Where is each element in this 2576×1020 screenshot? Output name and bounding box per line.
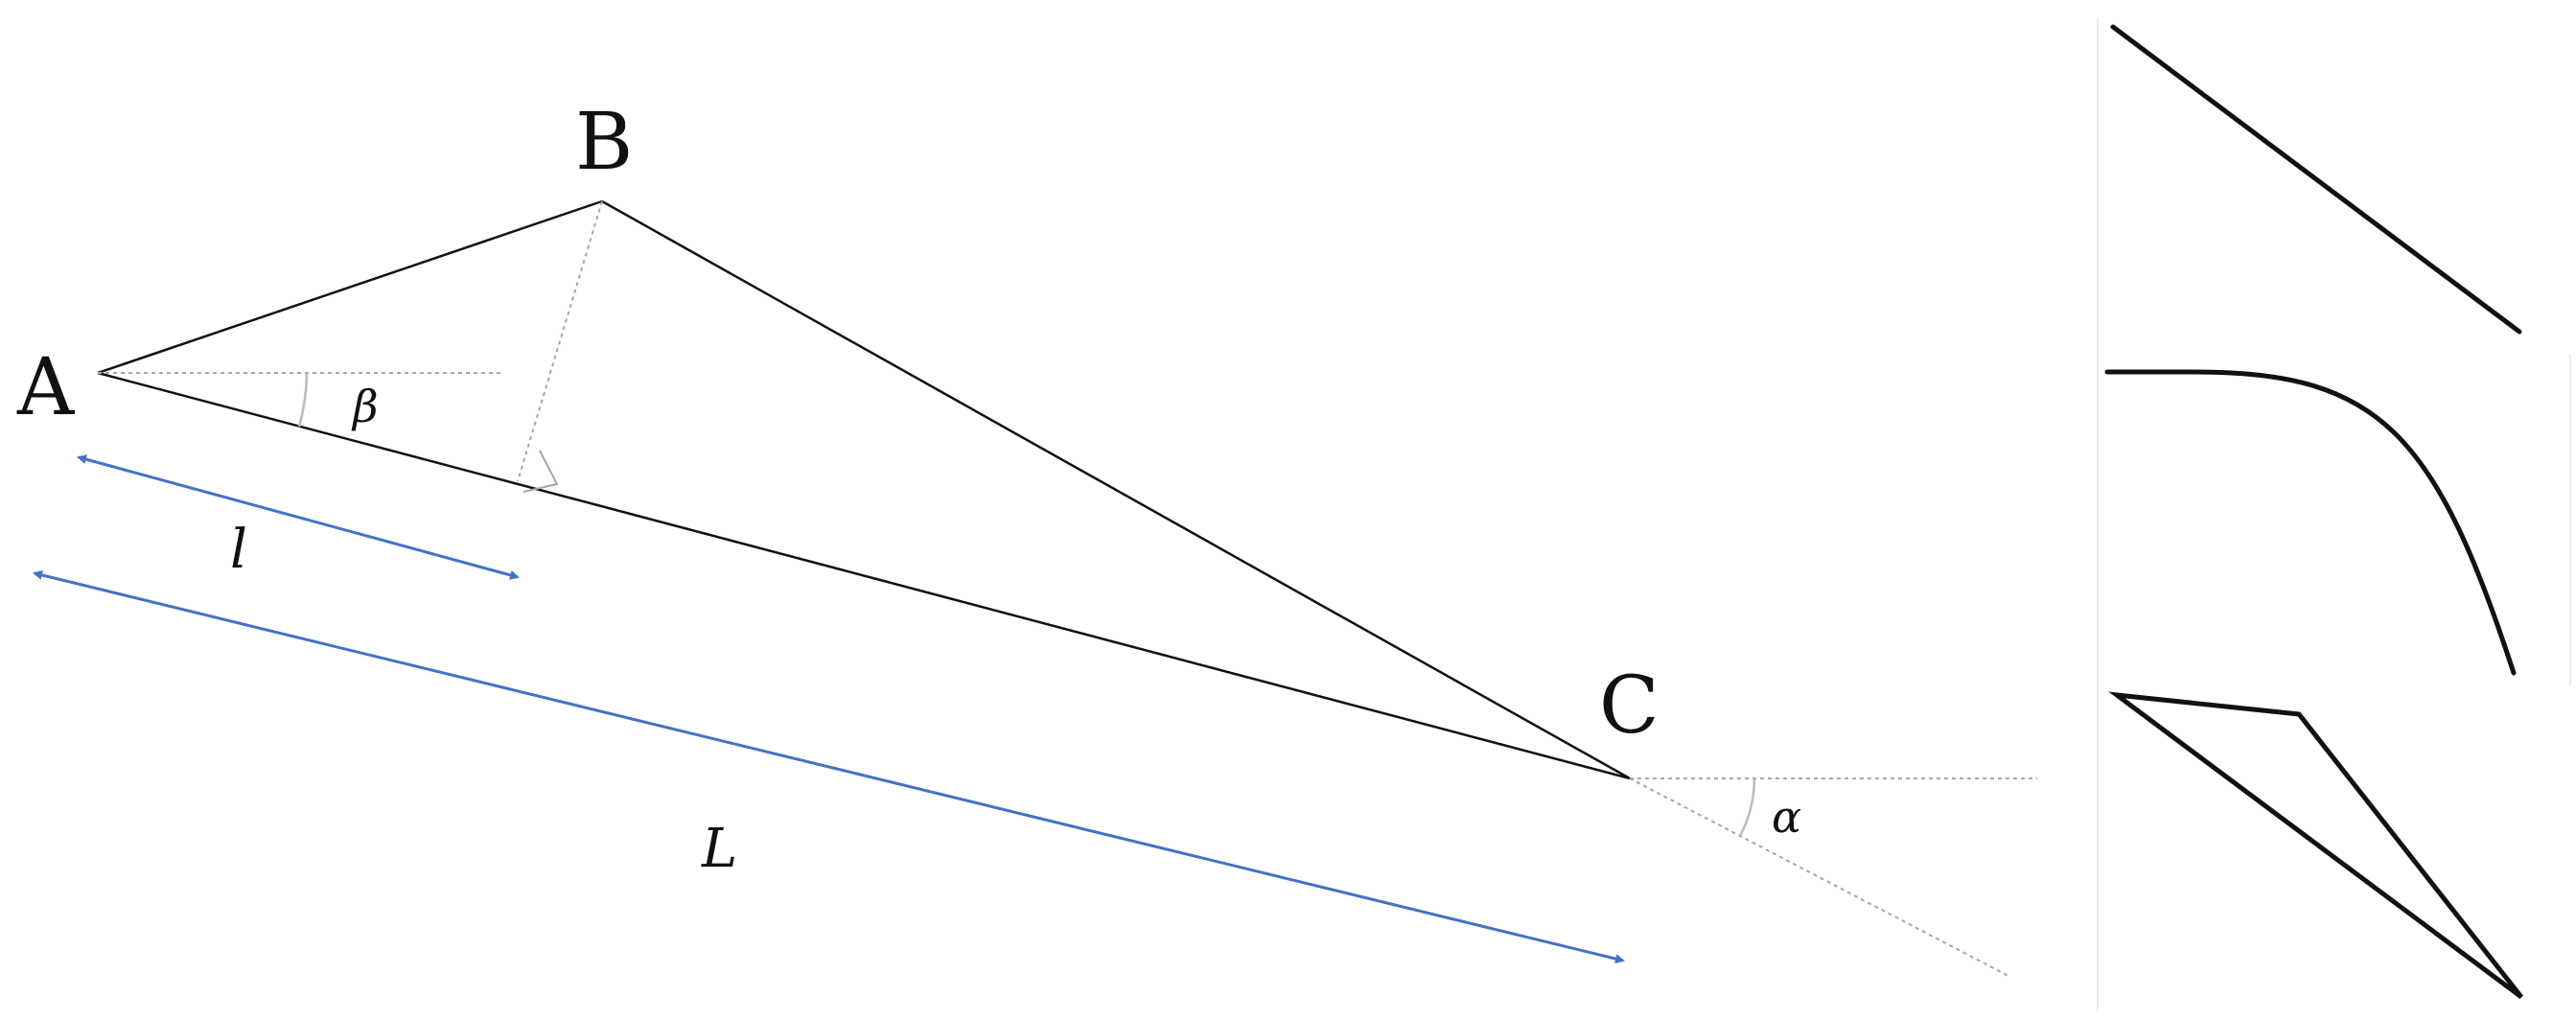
arrow-L [33,570,1625,963]
point-label-c: C [1599,661,1659,752]
angle-label-beta: β [351,381,379,432]
helper-lines [98,200,2037,977]
thumbnail-straight-line [2110,24,2522,335]
main-triangle [97,199,1631,780]
thumbnail-panels [2097,17,2571,1011]
side-ac [97,371,1631,780]
length-label-L: L [701,818,737,880]
arrow-l [77,454,520,580]
point-label-a: A [16,342,76,433]
length-label-l: l [230,519,247,581]
thumbnail-triangle [2108,691,2523,1000]
beta-arc [297,372,309,428]
thumbnail-curve [2104,369,2517,676]
altitude-from-b [517,200,603,482]
side-ab [97,199,603,375]
extension-of-bc [1629,777,2009,977]
angle-label-alpha: α [1772,791,1801,843]
point-label-b: B [575,97,633,188]
right-angle-marker [522,450,559,493]
alpha-arc [1738,777,1756,837]
side-bc [601,199,1631,780]
